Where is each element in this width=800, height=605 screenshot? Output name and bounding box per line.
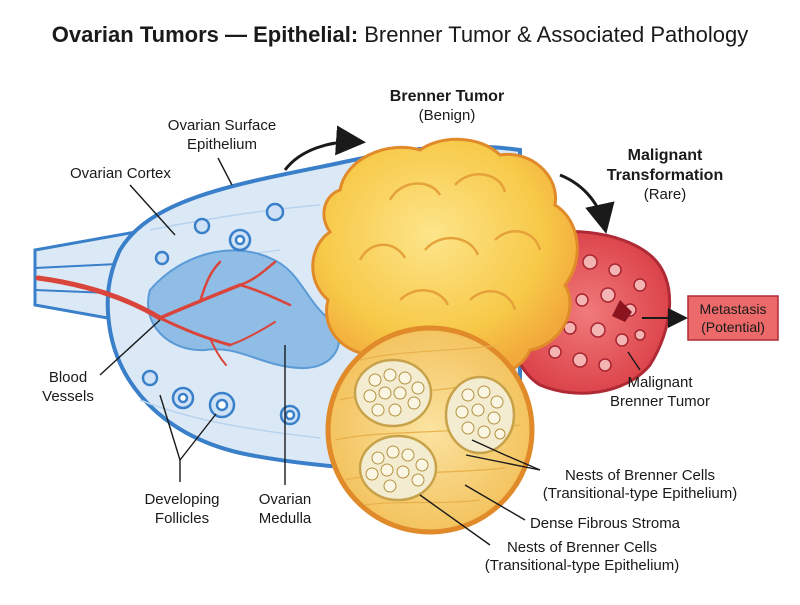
page-title: Ovarian Tumors — Epithelial:Brenner Tumo… bbox=[52, 22, 748, 47]
label-surface-epithelium-line1: Ovarian Surface bbox=[168, 117, 276, 134]
label-ovarian-cortex: Ovarian Cortex bbox=[70, 165, 171, 182]
arrow-to-malignant bbox=[559, 173, 615, 234]
arrow-to-brenner bbox=[283, 125, 366, 171]
label-ovarian-medulla-line1: Ovarian bbox=[259, 491, 312, 508]
label-surface-epithelium-line2: Epithelium bbox=[187, 136, 257, 153]
label-malignant-transformation-line1: Malignant bbox=[628, 147, 703, 164]
metastasis-label-line1: Metastasis bbox=[700, 301, 767, 317]
blood-vessels bbox=[35, 260, 292, 366]
label-ovarian-medulla-line2: Medulla bbox=[259, 510, 312, 527]
brenner-cell-nest bbox=[444, 375, 516, 455]
label-developing-follicles-line1: Developing bbox=[144, 491, 219, 508]
label-nests-lower-line2: (Transitional-type Epithelium) bbox=[485, 557, 680, 574]
metastasis-box: Metastasis (Potential) bbox=[687, 295, 779, 341]
metastasis-label-line2: (Potential) bbox=[701, 319, 765, 335]
label-nests-lower-line1: Nests of Brenner Cells bbox=[507, 539, 657, 556]
label-developing-follicles-line2: Follicles bbox=[155, 510, 209, 527]
label-blood-vessels-line2: Vessels bbox=[42, 388, 94, 405]
label-brenner-tumor: Brenner Tumor bbox=[390, 88, 504, 105]
brenner-cell-nest bbox=[353, 358, 433, 428]
brenner-tumor-mass bbox=[311, 137, 579, 380]
magnified-section bbox=[325, 325, 535, 535]
label-malignant-transformation-line2: Transformation bbox=[607, 167, 723, 184]
label-nests-upper-line2: (Transitional-type Epithelium) bbox=[543, 485, 738, 502]
label-rare: (Rare) bbox=[644, 186, 687, 203]
title-bold-part: Ovarian Tumors — Epithelial: bbox=[52, 22, 358, 47]
label-malignant-brenner-line2: Brenner Tumor bbox=[610, 393, 710, 410]
label-dense-fibrous-stroma: Dense Fibrous Stroma bbox=[530, 515, 681, 532]
label-malignant-brenner-line1: Malignant bbox=[627, 374, 693, 391]
developing-follicles bbox=[141, 202, 301, 426]
leader-lines bbox=[99, 157, 641, 546]
label-blood-vessels-line1: Blood bbox=[49, 369, 87, 386]
brenner-cell-nest bbox=[358, 434, 438, 502]
ovarian-medulla-region bbox=[147, 249, 340, 370]
label-nests-upper-line1: Nests of Brenner Cells bbox=[565, 467, 715, 484]
title-rest-part: Brenner Tumor & Associated Pathology bbox=[364, 22, 748, 47]
label-benign: (Benign) bbox=[419, 107, 476, 124]
